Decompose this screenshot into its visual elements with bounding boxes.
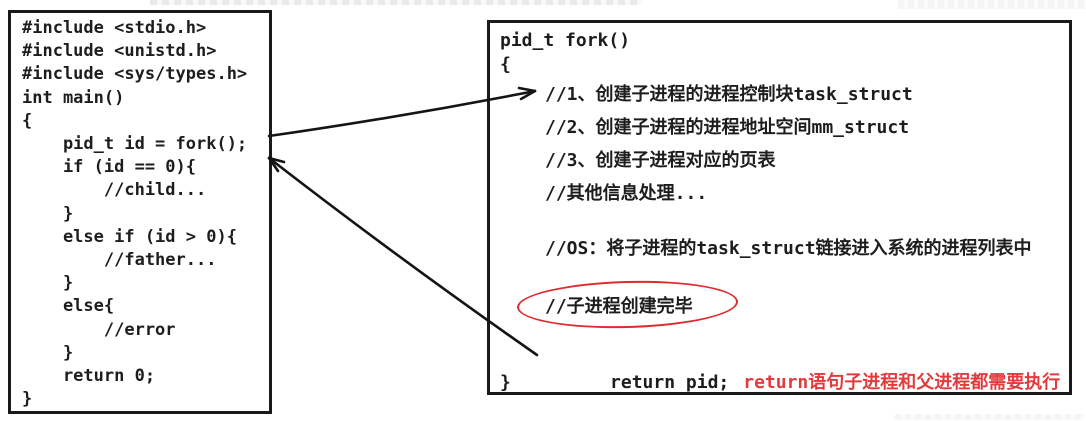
return-statement: return pid; [610,372,730,393]
fork-os-link-comment: //OS：将子进程的task_struct链接进入系统的进程列表中 [545,238,1032,259]
code-line: else if (id > 0){ [22,226,237,247]
code-line: else{ [22,296,115,317]
cropped-text-artifact-bottom-right [895,414,1085,420]
fork-step-3-comment: //3、创建子进程对应的页表 [545,150,776,171]
return-annotation: return语句子进程和父进程都需要执行 [743,372,1061,393]
code-line: int main() [22,87,125,108]
cropped-text-artifact-top-right [898,0,1086,9]
fork-step-2-comment: //2、创建子进程的进程地址空间mm_struct [545,117,910,138]
code-line: { [22,110,33,131]
code-line-comment-error: //error [22,319,176,340]
fork-signature: pid_t fork() [500,30,631,51]
close-brace: } [500,372,511,393]
code-line: } [22,203,74,224]
code-line: } [22,389,33,410]
return-line: return pid; return语句子进程和父进程都需要执行 [545,347,1060,419]
code-line-comment-father: //father... [22,250,217,271]
fork-other-info-comment: //其他信息处理... [545,183,708,204]
code-line: } [22,273,74,294]
fork-internals-box: pid_t fork() { //1、创建子进程的进程控制块task_struc… [487,20,1072,395]
code-line: #include <unistd.h> [22,41,217,62]
code-line: #include <sys/types.h> [22,64,248,85]
main-code-box: #include <stdio.h> #include <unistd.h> #… [8,10,272,414]
code-line: return 0; [22,366,156,387]
code-line: if (id == 0){ [22,157,196,178]
fork-step-1-comment: //1、创建子进程的进程控制块task_struct [545,84,913,105]
code-line: } [22,342,74,363]
open-brace: { [500,54,511,75]
code-line-comment-child: //child... [22,180,207,201]
cropped-text-artifact-top-left [150,0,642,5]
fork-child-created-comment: //子进程创建完毕 [545,296,693,317]
code-line: #include <stdio.h> [22,18,207,38]
code-line-fork-call: pid_t id = fork(); [22,134,248,155]
